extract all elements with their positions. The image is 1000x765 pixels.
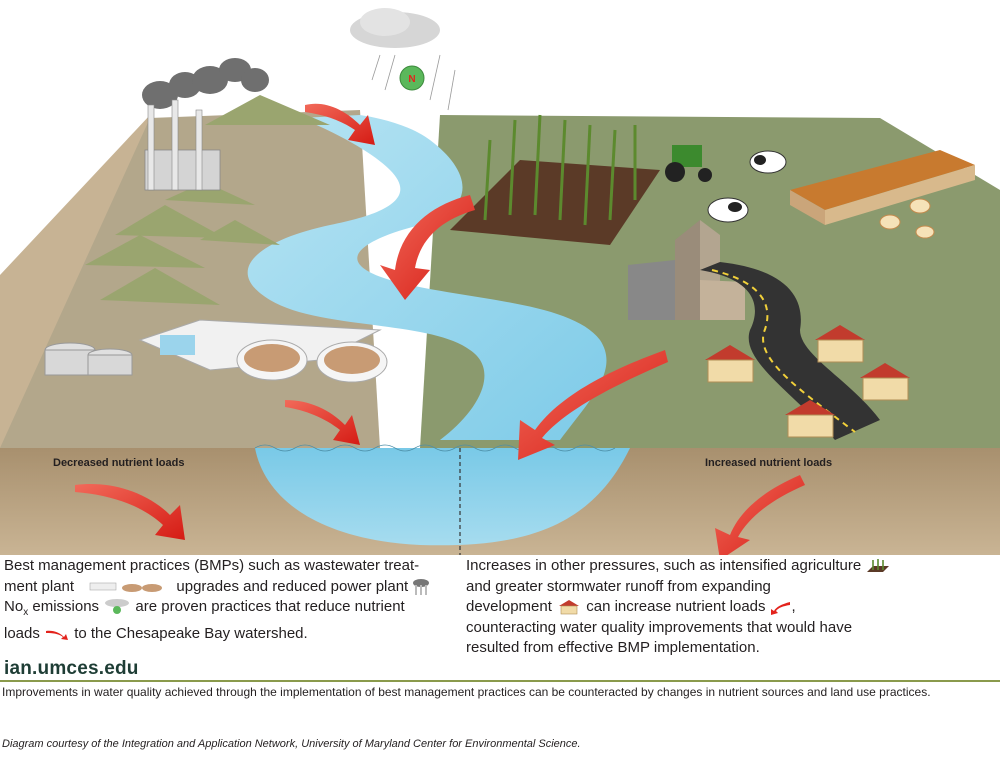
left-line-1: Best management practices (BMPs) such as… bbox=[4, 557, 420, 574]
arrow-increased bbox=[715, 475, 805, 555]
svg-text:N: N bbox=[408, 74, 415, 85]
nitrogen-cloud-icon bbox=[103, 598, 131, 616]
left-line-2: ment plant upgrades and reduced power pl… bbox=[4, 577, 444, 598]
power-plant bbox=[142, 58, 269, 191]
credit-line: Diagram courtesy of the Integration and … bbox=[2, 738, 581, 750]
cows bbox=[707, 150, 787, 223]
power-plant-icon bbox=[412, 578, 430, 595]
decreasing-load-arrow-icon bbox=[44, 627, 70, 641]
rain-cloud bbox=[350, 8, 456, 111]
arrow-decreased bbox=[75, 484, 185, 540]
left-line-3: Nox emissions are proven practices that … bbox=[4, 598, 405, 618]
river-channel bbox=[247, 115, 607, 440]
right-line-2: and greater stormwater runoff from expan… bbox=[466, 577, 771, 595]
houses bbox=[705, 325, 910, 438]
hills bbox=[85, 95, 330, 305]
cornfield bbox=[450, 114, 660, 245]
brand-logo[interactable]: ian.umces.edu bbox=[4, 658, 139, 679]
caption: Improvements in water quality achieved t… bbox=[2, 685, 931, 699]
left-panel-text: Best management practices (BMPs) such as… bbox=[4, 556, 444, 644]
right-line-4: counteracting water quality improvements… bbox=[466, 618, 853, 636]
road bbox=[700, 262, 880, 440]
house-icon bbox=[556, 599, 582, 615]
agriculture-icon bbox=[865, 558, 891, 574]
right-panel-text: Increases in other pressures, such as in… bbox=[466, 556, 916, 659]
decreased-loads-label: Decreased nutrient loads bbox=[53, 457, 184, 469]
arrow-power-plant bbox=[305, 103, 375, 145]
river bbox=[247, 115, 630, 555]
nutrient-arrows bbox=[75, 103, 805, 555]
right-line-5: resulted from effective BMP implementati… bbox=[466, 639, 760, 656]
nitrogen-icon: N bbox=[399, 65, 425, 91]
watershed-diagram: N bbox=[0, 8, 1000, 555]
barn bbox=[790, 150, 975, 225]
increased-loads-label: Increased nutrient loads bbox=[705, 457, 832, 469]
arrow-cornfield bbox=[380, 195, 475, 300]
bay-cross-section bbox=[255, 448, 630, 546]
city-buildings bbox=[628, 220, 745, 320]
arrow-wastewater bbox=[285, 400, 360, 445]
tractor bbox=[665, 145, 712, 182]
brand-rule bbox=[0, 680, 1000, 682]
water-surface-line bbox=[254, 444, 616, 452]
arrow-city bbox=[518, 350, 668, 460]
wastewater-plant-icon bbox=[86, 580, 164, 594]
smoke-plumes bbox=[142, 58, 269, 109]
right-line-1: Increases in other pressures, such as in… bbox=[466, 556, 916, 577]
increasing-load-arrow-icon bbox=[766, 599, 792, 616]
wastewater-treatment-plant bbox=[44, 319, 388, 383]
chickens bbox=[879, 198, 935, 239]
right-line-3: development can increase nutrient loads … bbox=[466, 598, 796, 616]
left-line-4: loads to the Chesapeake Bay watershed. bbox=[4, 624, 308, 642]
